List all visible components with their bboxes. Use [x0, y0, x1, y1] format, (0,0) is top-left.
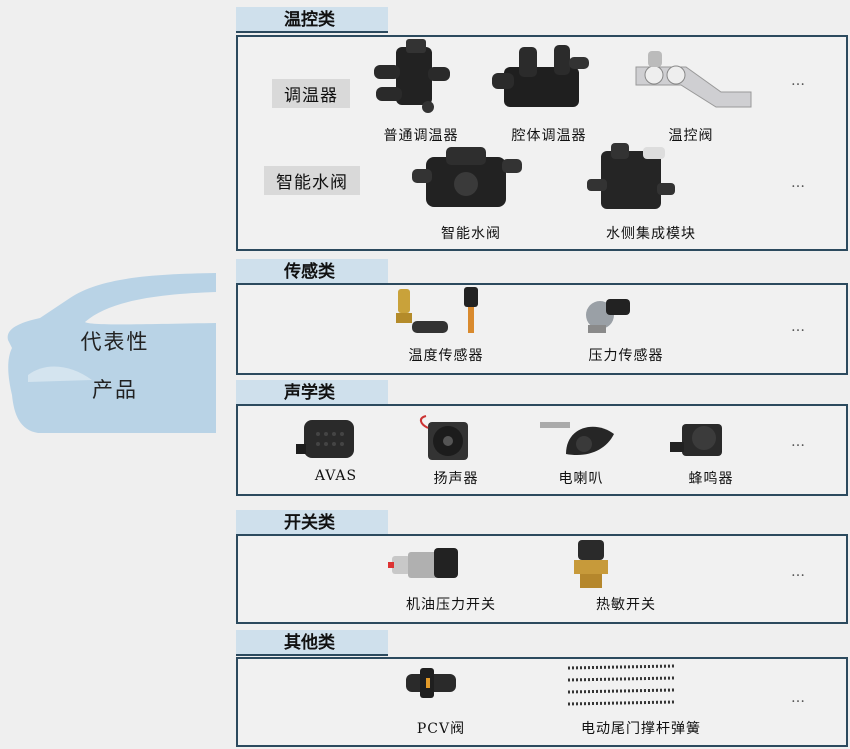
section-tab: 传感类	[236, 259, 388, 285]
category-label-smart-valve: 智能水阀	[264, 166, 360, 195]
section-thermal: 温控类 调温器 智能水阀 普通调温器 腔体调温器	[236, 7, 848, 251]
product-caption: PCV阀	[416, 721, 466, 737]
product-item: 电喇叭	[536, 414, 626, 488]
car-silhouette	[0, 270, 216, 435]
speaker-image	[416, 414, 496, 464]
pcv-valve-image	[396, 662, 486, 714]
product-item: 扬声器	[416, 414, 496, 488]
product-item: 智能水阀	[406, 139, 536, 243]
product-item: 温度传感器	[376, 285, 516, 365]
oil-pressure-switch-image	[386, 538, 516, 590]
more-ellipsis: …	[791, 73, 806, 89]
product-caption: 温控阀	[668, 128, 714, 144]
section-tab: 温控类	[236, 7, 388, 33]
section-sensors: 传感类 温度传感器 压力传感器 …	[236, 259, 848, 375]
section-switches: 开关类 机油压力开关 热敏开关 …	[236, 510, 848, 624]
pressure-sensor-image	[566, 285, 686, 341]
thermal-valve-image	[626, 37, 756, 121]
car-label-line1: 代表性	[80, 330, 150, 354]
product-item: 机油压力开关	[386, 538, 516, 614]
temperature-sensor-image	[376, 285, 516, 341]
product-caption: 普通调温器	[383, 128, 459, 144]
product-caption: 压力传感器	[588, 348, 664, 364]
section-tab: 其他类	[236, 630, 388, 656]
thermal-switch-image	[566, 538, 686, 590]
buzzer-image	[666, 414, 756, 464]
more-ellipsis: …	[791, 175, 806, 191]
product-caption: 智能水阀	[441, 226, 501, 242]
section-box	[236, 657, 848, 747]
section-acoustics: 声学类 AVAS 扬声器	[236, 380, 848, 496]
product-caption: 机油压力开关	[406, 597, 496, 613]
product-caption: 蜂鸣器	[688, 471, 734, 487]
section-tab: 声学类	[236, 380, 388, 406]
more-ellipsis: …	[791, 434, 806, 450]
product-caption: 电喇叭	[558, 471, 604, 487]
section-tab: 开关类	[236, 510, 388, 536]
product-caption: AVAS	[314, 468, 358, 484]
section-box	[236, 283, 848, 375]
category-label-thermostat: 调温器	[272, 79, 350, 108]
product-item: 压力传感器	[566, 285, 686, 365]
product-caption: 温度传感器	[408, 348, 484, 364]
more-ellipsis: …	[791, 690, 806, 706]
product-item: 腔体调温器	[484, 37, 614, 145]
smart-water-valve-image	[406, 139, 536, 219]
product-item: 温控阀	[626, 37, 756, 145]
thermostat-image	[366, 37, 476, 121]
electric-horn-image	[536, 414, 626, 464]
avas-image	[296, 414, 376, 464]
product-caption: 腔体调温器	[511, 128, 587, 144]
product-item: 热敏开关	[566, 538, 686, 614]
product-item: PCV阀	[396, 662, 486, 738]
product-item: AVAS	[296, 414, 376, 484]
product-item: 普通调温器	[366, 37, 476, 145]
product-item: 电动尾门撑杆弹簧	[566, 662, 716, 738]
product-caption: 电动尾门撑杆弹簧	[581, 721, 701, 737]
more-ellipsis: …	[791, 564, 806, 580]
more-ellipsis: …	[791, 319, 806, 335]
product-caption: 热敏开关	[596, 597, 656, 613]
section-box	[236, 534, 848, 624]
product-caption: 扬声器	[433, 471, 479, 487]
cavity-thermostat-image	[484, 37, 614, 121]
tailgate-spring-image	[566, 662, 716, 714]
car-label-line2: 产品	[92, 378, 138, 402]
product-item: 水侧集成模块	[581, 139, 721, 243]
section-others: 其他类 PCV阀 电动尾门撑杆弹簧 …	[236, 630, 848, 747]
product-item: 蜂鸣器	[666, 414, 756, 488]
product-caption: 水侧集成模块	[606, 226, 696, 242]
water-side-module-image	[581, 139, 721, 219]
